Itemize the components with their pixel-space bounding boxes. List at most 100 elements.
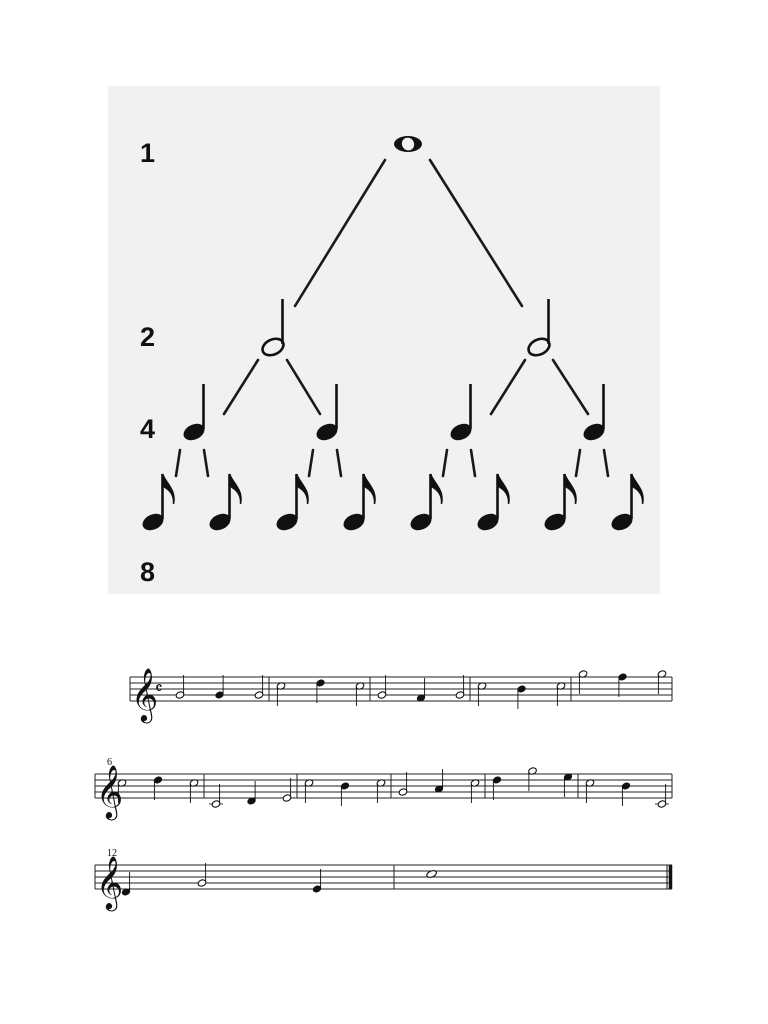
staff-system: 𝄞𝄴	[129, 667, 673, 723]
note-flag	[228, 473, 242, 505]
eighth-note-head	[209, 513, 231, 531]
tree-eighth-note	[276, 473, 309, 531]
score-note	[117, 779, 127, 803]
score-note	[254, 675, 264, 699]
score-note	[316, 679, 325, 703]
quarter-note-head	[450, 423, 472, 441]
tree-branch	[441, 448, 449, 478]
level-label-1: 1	[140, 138, 156, 168]
score-note	[556, 682, 566, 706]
tree-branch	[602, 448, 610, 478]
level-label-4: 4	[140, 414, 156, 444]
eighth-note-head	[544, 513, 566, 531]
tree-drawing	[142, 136, 644, 531]
note-flag	[429, 473, 443, 505]
score-note	[618, 673, 627, 697]
tree-branch	[489, 358, 527, 416]
score-note	[398, 772, 408, 796]
score-note	[197, 863, 207, 887]
score-note	[517, 685, 526, 709]
staff-system: 𝄞6	[94, 757, 673, 820]
score-note	[434, 769, 444, 793]
score-note	[312, 869, 322, 893]
tree-quarter-note	[450, 384, 472, 441]
tree-branch	[202, 448, 210, 478]
tree-eighth-note	[410, 473, 443, 531]
note-value-tree: 1 2 4 8	[108, 86, 660, 594]
quarter-note-head	[583, 423, 605, 441]
score-note	[376, 779, 386, 803]
tree-branch	[428, 158, 524, 308]
score-note	[563, 773, 573, 797]
score-note	[189, 779, 199, 803]
note-flag	[563, 473, 577, 505]
score-note	[578, 670, 588, 694]
tree-branch	[174, 448, 182, 478]
tree-whole-note	[394, 136, 422, 152]
score-note	[528, 767, 537, 791]
score-note	[585, 779, 595, 803]
tree-eighth-note	[544, 473, 577, 531]
tree-eighth-note	[343, 473, 376, 531]
tree-eighth-note	[477, 473, 510, 531]
tree-quarter-note	[583, 384, 605, 441]
quarter-note-head	[316, 423, 338, 441]
measure-number: 6	[107, 757, 112, 768]
tree-branch	[293, 158, 387, 308]
treble-clef: 𝄞	[131, 667, 158, 723]
tree-branch	[551, 358, 590, 416]
tree-half-note	[527, 299, 551, 357]
tree-branch	[574, 448, 582, 478]
eighth-note-head	[343, 513, 365, 531]
staff-system: 𝄞12	[94, 848, 673, 911]
time-signature: 𝄴	[155, 679, 163, 699]
tree-eighth-note	[142, 473, 175, 531]
score-note	[282, 778, 292, 802]
tree-branch	[285, 358, 322, 416]
score-note	[470, 779, 480, 803]
note-flag	[630, 473, 644, 505]
tree-eighth-note	[611, 473, 644, 531]
eighth-note-head	[410, 513, 432, 531]
quarter-note-head	[183, 423, 205, 441]
score-note	[247, 781, 256, 805]
note-flag	[496, 473, 510, 505]
tree-half-note	[261, 299, 285, 357]
tree-branch	[307, 448, 315, 478]
score-note	[455, 675, 465, 699]
tree-branch	[335, 448, 343, 478]
score-note	[657, 670, 667, 694]
score-note	[621, 782, 631, 806]
score-note	[153, 776, 163, 800]
score-note	[121, 872, 131, 896]
score-note	[304, 779, 314, 803]
eighth-note-head	[477, 513, 499, 531]
note-head	[426, 870, 437, 878]
tree-quarter-note	[316, 384, 338, 441]
score-note	[492, 776, 502, 800]
score-note	[340, 782, 350, 806]
score-note	[416, 678, 426, 702]
tree-eighth-note	[209, 473, 242, 531]
level-label-8: 8	[140, 557, 156, 587]
treble-clef: 𝄞	[96, 764, 123, 820]
tree-branch	[469, 448, 477, 478]
score-note	[426, 870, 437, 878]
score-note	[477, 682, 487, 706]
whole-note-hole	[401, 137, 415, 151]
score-note	[655, 784, 669, 808]
score-note	[175, 675, 185, 699]
note-flag	[295, 473, 309, 505]
tree-branch	[222, 358, 260, 416]
level-label-2: 2	[140, 322, 156, 352]
score-note	[276, 682, 286, 706]
note-flag	[362, 473, 376, 505]
treble-clef: 𝄞	[96, 855, 123, 911]
score-note	[355, 682, 365, 706]
note-flag	[161, 473, 175, 505]
measure-number: 12	[107, 848, 117, 859]
score-note	[215, 675, 224, 699]
score-note	[209, 784, 223, 808]
eighth-note-head	[611, 513, 633, 531]
